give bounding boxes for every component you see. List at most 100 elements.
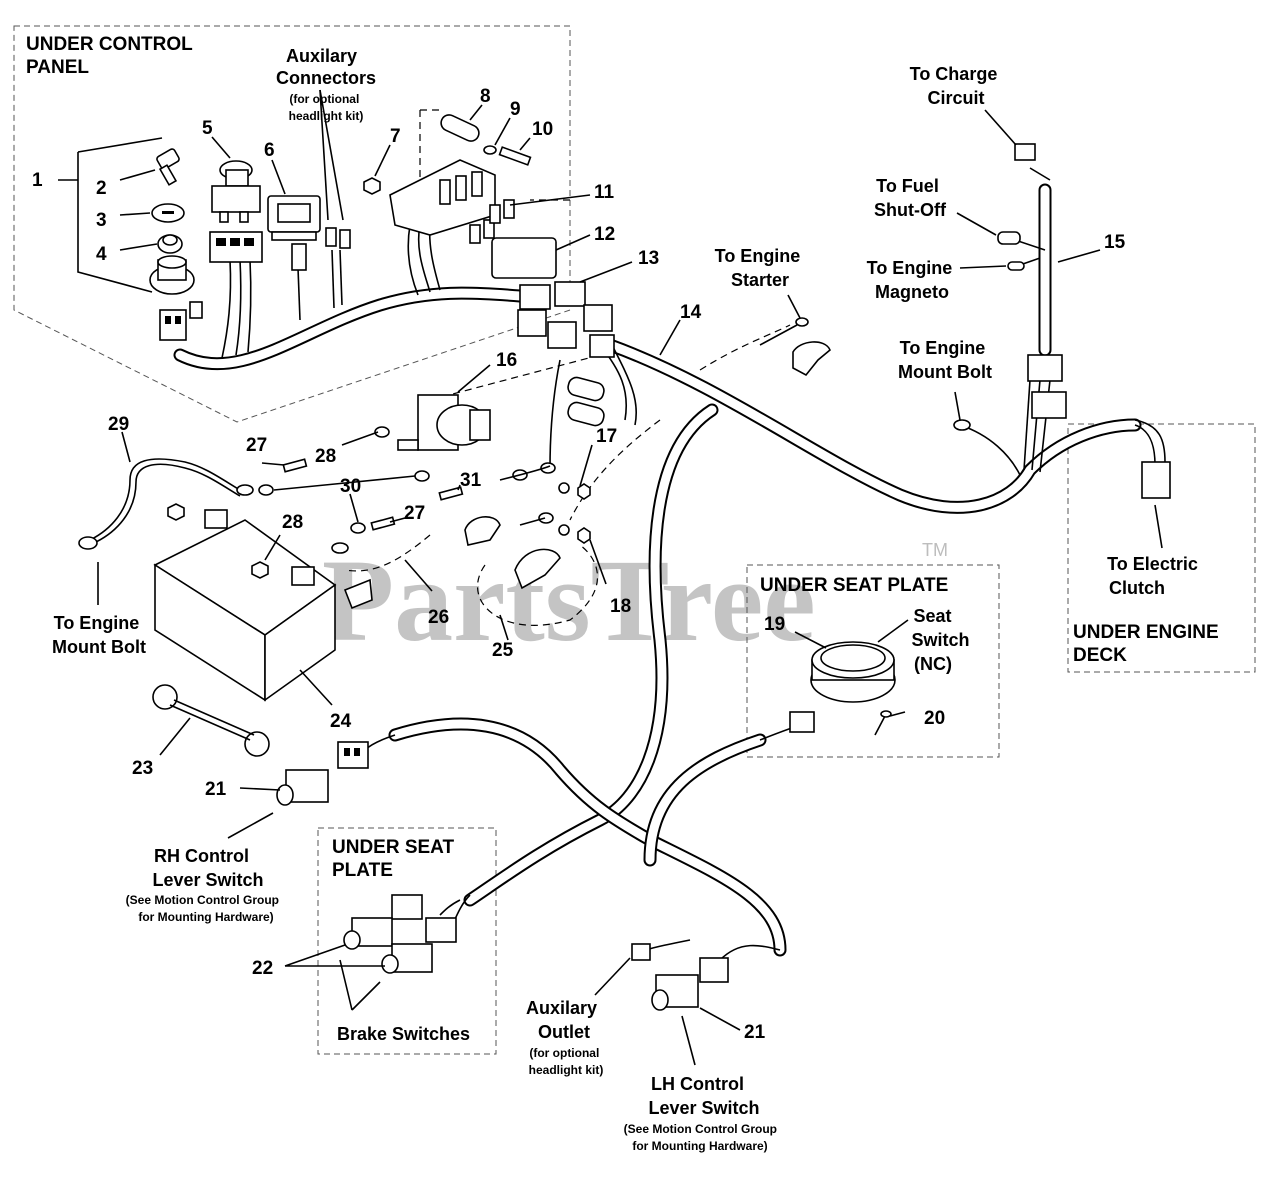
lh-lever-connector-icon [699, 957, 729, 983]
hour-meter-icon [267, 195, 321, 241]
watermark: PartsTree [322, 535, 816, 666]
callout-7: 7 [390, 126, 401, 147]
pto-connector-icon [209, 231, 263, 263]
fuse-cover-icon [491, 237, 557, 279]
callout-4: 4 [96, 244, 107, 265]
leader-lines [58, 89, 1163, 1066]
magneto-connector-icon [1007, 261, 1025, 271]
charge-circuit-label: To Charge Circuit [910, 64, 1003, 108]
relay-bracket-route [419, 109, 570, 220]
callout-21-rh: 21 [205, 779, 227, 800]
ignition-switch-icon [149, 255, 195, 295]
lh-lever-switch-label: LH Control Lever Switch [648, 1074, 759, 1118]
aux-outlet-label: Auxilary Outlet [526, 998, 602, 1042]
callout-3: 3 [96, 210, 107, 231]
aux-connector-b-icon [339, 229, 351, 249]
callout-13: 13 [638, 248, 659, 269]
engine-mount-bolt-left-label: To Engine Mount Bolt [52, 613, 146, 657]
ground-cable-route [476, 544, 598, 626]
callout-19: 19 [764, 614, 785, 635]
seat-switch-icon [810, 641, 896, 703]
electric-clutch-label: To Electric Clutch [1107, 554, 1203, 598]
battery-rod-icon [152, 684, 270, 757]
callout-30: 30 [340, 476, 361, 497]
callout-15: 15 [1104, 232, 1126, 253]
brake-switch-bottom-icon [381, 943, 433, 974]
trademark-mark: TM [922, 540, 948, 560]
callout-6: 6 [264, 140, 275, 161]
harness-loop-route [569, 419, 661, 521]
callout-25: 25 [492, 640, 514, 661]
callout-31: 31 [460, 470, 482, 491]
fuel-connector-icon [997, 231, 1021, 245]
bolt-icon [498, 146, 532, 166]
brake-switch-top-icon [343, 917, 393, 950]
solenoid-route [429, 354, 601, 401]
engine-magneto-label: To Engine Magneto [867, 258, 958, 302]
callout-20: 20 [924, 708, 945, 729]
key-icon [156, 148, 180, 186]
callout-1: 1 [32, 170, 43, 191]
lh-lever-switch-icon [651, 974, 699, 1011]
engine-mount-ring-right-icon [953, 419, 971, 431]
engine-deck-section-box [1067, 423, 1256, 673]
control-panel-title: UNDER CONTROL PANEL [26, 34, 198, 78]
callout-18: 18 [610, 596, 631, 617]
engine-deck-title: UNDER ENGINE DECK [1073, 622, 1224, 666]
callout-21-lh: 21 [744, 1022, 766, 1043]
seat-switch-label: Seat Switch (NC) [911, 606, 974, 674]
aux-outlet-note: (for optional headlight kit) [529, 1046, 604, 1077]
fuses-icon [469, 199, 515, 244]
callout-16: 16 [496, 350, 517, 371]
battery-nut-icon [167, 503, 269, 579]
fuse-holders-icon [567, 376, 605, 427]
charge-connector-icon [1014, 143, 1036, 161]
callout-23: 23 [132, 758, 153, 779]
aux-connectors-note: (for optional headlight kit) [289, 92, 364, 123]
terminal-boots-icon [343, 516, 561, 610]
callout-26: 26 [428, 607, 449, 628]
callout-12: 12 [594, 224, 615, 245]
callout-28-a: 28 [315, 446, 336, 467]
spacer-icon [440, 114, 480, 142]
rh-lever-switch-icon [276, 769, 329, 806]
engine-harness-connectors-icon [1027, 354, 1067, 419]
seat-plate-right-title: UNDER SEAT PLATE [760, 575, 948, 596]
relay-nut-icon [363, 177, 381, 195]
lh-lever-switch-note: (See Motion Control Group for Mounting H… [624, 1122, 781, 1153]
battery-icon [153, 509, 337, 702]
callout-9: 9 [510, 99, 521, 120]
engine-starter-label: To Engine Starter [715, 246, 806, 290]
callout-8: 8 [480, 86, 491, 107]
seat-switch-screw-icon [874, 710, 892, 736]
fuel-shutoff-label: To Fuel Shut-Off [874, 176, 947, 220]
washer-icon [483, 145, 497, 155]
rh-lever-switch-label: RH Control Lever Switch [152, 846, 263, 890]
ignition-connector-icon [159, 301, 203, 341]
rh-lever-connector-icon [337, 741, 369, 769]
hour-meter-connector-icon [291, 243, 307, 271]
battery-cable-icon [78, 458, 241, 550]
fuse-block-icon [389, 159, 496, 236]
callout-10: 10 [532, 119, 553, 140]
battery-cable-route [344, 534, 431, 572]
aux-outlet-connector-icon [631, 943, 651, 961]
callout-14: 14 [680, 302, 702, 323]
callout-27-a: 27 [246, 435, 267, 456]
callout-24: 24 [330, 711, 352, 732]
seat-plate-lower-section-box [317, 827, 497, 1055]
engine-mount-bolt-right-label: To Engine Mount Bolt [898, 338, 992, 382]
callout-28-b: 28 [282, 512, 303, 533]
rh-lever-switch-note: (See Motion Control Group for Mounting H… [126, 893, 283, 924]
seat-switch-connector-icon [789, 711, 815, 733]
callout-2: 2 [96, 178, 107, 199]
ground-hardware-icon [499, 462, 591, 544]
main-harness [173, 183, 1142, 957]
starter-cable-route [699, 324, 791, 371]
seat-plate-lower-title: UNDER SEAT PLATE [332, 837, 459, 881]
callout-5: 5 [202, 118, 213, 139]
harness-connectors-icon [517, 281, 615, 358]
bolts-washers-icon [236, 426, 464, 554]
callout-22: 22 [252, 958, 273, 979]
